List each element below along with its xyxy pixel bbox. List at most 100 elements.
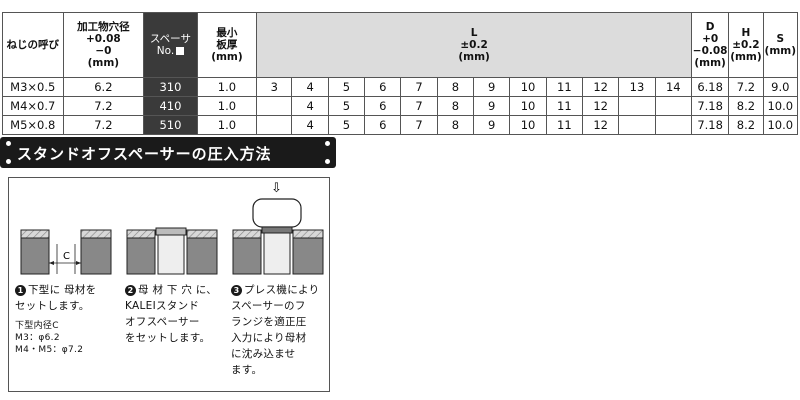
cell-s: 10.0 bbox=[762, 115, 799, 135]
cell-thread: M5×0.8 bbox=[2, 115, 64, 135]
cell-l bbox=[654, 96, 692, 116]
cell-l: 13 bbox=[618, 77, 656, 97]
header-l: L ±0.2 (mm) bbox=[256, 12, 692, 78]
corner-dot bbox=[325, 141, 330, 146]
header-min-thickness: 最小 板厚 (mm) bbox=[196, 12, 258, 78]
cell-l: 12 bbox=[581, 77, 620, 97]
dimension-arrow bbox=[49, 261, 54, 265]
cell-l: 6 bbox=[364, 96, 402, 116]
cell-h: 7.2 bbox=[728, 77, 764, 97]
press-head bbox=[252, 198, 302, 228]
cell-l: 7 bbox=[400, 96, 438, 116]
base-plate-right bbox=[186, 229, 218, 239]
cell-l: 5 bbox=[327, 115, 366, 135]
base-plate-right bbox=[80, 229, 112, 239]
cell-thread: M3×0.5 bbox=[2, 77, 64, 97]
spacer-flange-pressed bbox=[261, 226, 293, 234]
cell-l: 10 bbox=[509, 77, 547, 97]
note-line: M4・M5：φ7.2 bbox=[15, 345, 84, 355]
press-arrow-icon: ⇩ bbox=[271, 181, 282, 196]
cell-min-thickness: 1.0 bbox=[196, 96, 258, 116]
cell-s: 9.0 bbox=[762, 77, 799, 97]
cell-l: 7 bbox=[400, 77, 438, 97]
cell-l: 6 bbox=[364, 115, 402, 135]
cell-d: 7.18 bbox=[690, 115, 730, 135]
spacer-body bbox=[263, 232, 291, 275]
cell-l: 14 bbox=[654, 77, 692, 97]
cell-l: 4 bbox=[291, 115, 329, 135]
step2-description: 母 材 下 穴 に、 KALEIスタンド オフスペーサー をセットします。 bbox=[125, 284, 218, 344]
cell-l: 8 bbox=[436, 115, 475, 135]
cell-l: 12 bbox=[581, 96, 620, 116]
cell-l: 9 bbox=[473, 96, 511, 116]
step1-diagram: C bbox=[20, 229, 112, 275]
cell-spacer-no: 310 bbox=[143, 77, 198, 97]
cell-hole: 7.2 bbox=[62, 96, 145, 116]
cell-l bbox=[256, 96, 293, 116]
header-d: D +0 −0.08 (mm) bbox=[690, 12, 730, 78]
cell-l: 7 bbox=[400, 115, 438, 135]
cell-d: 7.18 bbox=[690, 96, 730, 116]
cell-l: 4 bbox=[291, 96, 329, 116]
step1-description: 下型に 母材を セットします。 bbox=[15, 284, 97, 312]
header-spacer-no-label: スペーサ No. bbox=[149, 33, 191, 57]
header-spacer-no: スペーサ No. bbox=[143, 12, 198, 78]
cell-h: 8.2 bbox=[728, 115, 764, 135]
section-title-bar: スタンドオフスペーサーの圧入方法 bbox=[0, 137, 336, 168]
spacer-flange bbox=[155, 227, 187, 236]
cell-l: 3 bbox=[256, 77, 293, 97]
cell-l bbox=[618, 96, 656, 116]
cell-l: 5 bbox=[327, 96, 366, 116]
header-thread: ねじの呼び bbox=[2, 12, 64, 78]
cell-spacer-no: 510 bbox=[143, 115, 198, 135]
cell-l bbox=[256, 115, 293, 135]
cell-l: 11 bbox=[545, 115, 583, 135]
die-diameter-note: 下型内径C M3：φ6.2 M4・M5：φ7.2 bbox=[15, 320, 115, 356]
note-title: 下型内径C bbox=[15, 321, 59, 331]
cell-l bbox=[618, 115, 656, 135]
cell-l: 5 bbox=[327, 77, 366, 97]
cell-hole: 6.2 bbox=[62, 77, 145, 97]
cell-l: 10 bbox=[509, 115, 547, 135]
cell-min-thickness: 1.0 bbox=[196, 115, 258, 135]
corner-dot bbox=[325, 159, 330, 164]
cell-l: 9 bbox=[473, 115, 511, 135]
step-number-badge: 2 bbox=[125, 285, 136, 296]
cell-thread: M4×0.7 bbox=[2, 96, 64, 116]
step-number-badge: 1 bbox=[15, 285, 26, 296]
note-line: M3：φ6.2 bbox=[15, 333, 60, 343]
base-plate-left bbox=[20, 229, 50, 239]
cell-d: 6.18 bbox=[690, 77, 730, 97]
cell-hole: 7.2 bbox=[62, 115, 145, 135]
cell-l: 12 bbox=[581, 115, 620, 135]
cell-spacer-no: 410 bbox=[143, 96, 198, 116]
c-label: C bbox=[63, 251, 70, 262]
cell-l: 8 bbox=[436, 96, 475, 116]
step-number-badge: 3 bbox=[231, 285, 242, 296]
step3-description: プレス機により スペーサーのフ ランジを適正圧 入力により母材 に沈み込ませ ま… bbox=[231, 284, 320, 376]
spec-table: ねじの呼び 加工物穴径 +0.08 −0 (mm) スペーサ No. 最小 板厚… bbox=[2, 12, 799, 135]
cell-l bbox=[654, 115, 692, 135]
cell-min-thickness: 1.0 bbox=[196, 77, 258, 97]
header-s: S (mm) bbox=[762, 12, 799, 78]
header-hole: 加工物穴径 +0.08 −0 (mm) bbox=[62, 12, 145, 78]
base-plate-right bbox=[292, 229, 324, 239]
cell-l: 8 bbox=[436, 77, 475, 97]
spacer-body bbox=[157, 234, 185, 275]
section-title: スタンドオフスペーサーの圧入方法 bbox=[17, 145, 272, 163]
corner-dot bbox=[6, 141, 11, 146]
cell-l: 6 bbox=[364, 77, 402, 97]
table-header-row: ねじの呼び 加工物穴径 +0.08 −0 (mm) スペーサ No. 最小 板厚… bbox=[2, 12, 799, 78]
step2-diagram bbox=[126, 227, 218, 275]
cell-l: 10 bbox=[509, 96, 547, 116]
base-plate-left bbox=[126, 229, 156, 239]
cell-l: 11 bbox=[545, 96, 583, 116]
cell-s: 10.0 bbox=[762, 96, 799, 116]
square-icon bbox=[176, 47, 185, 55]
